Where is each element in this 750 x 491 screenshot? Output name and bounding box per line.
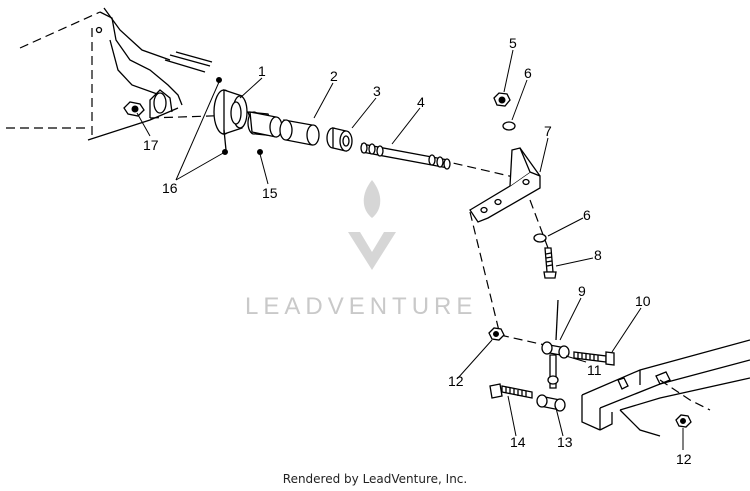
callout-3: 3	[373, 83, 381, 99]
callout-6-upper: 6	[524, 65, 532, 81]
part-8-bolt	[543, 247, 557, 279]
callout-5: 5	[509, 35, 517, 51]
callout-numbers: 1 2 3 4 5 6 7 6 8 9 10 11 12 13 14 12 15…	[143, 35, 692, 467]
part-12-nut-upper	[488, 327, 505, 341]
arm-axis-line-2	[499, 334, 546, 346]
watermark-text: LEADVENTURE	[245, 293, 477, 320]
callout-16: 16	[162, 180, 178, 196]
leadventure-logo-watermark	[348, 180, 396, 270]
callout-7: 7	[544, 123, 552, 139]
part-2-spacer-tubes	[247, 111, 320, 146]
part-9-11-13-linkage	[536, 299, 570, 412]
part-6-washer-upper	[502, 121, 516, 131]
callout-17: 17	[143, 137, 159, 153]
callout-1: 1	[258, 63, 266, 79]
part-5-nut	[493, 92, 511, 107]
frame-housing	[6, 7, 213, 141]
bolt-8-axis	[529, 199, 549, 249]
part-7-bellcrank-arm	[469, 147, 541, 223]
part-15-pin	[257, 149, 263, 155]
callout-13: 13	[557, 434, 573, 450]
channel-frame-lower-right	[581, 339, 750, 437]
callout-9: 9	[578, 283, 586, 299]
leader-lines	[136, 49, 684, 450]
callout-12-lower: 12	[676, 451, 692, 467]
callout-10: 10	[635, 293, 651, 309]
callout-11: 11	[587, 362, 602, 378]
footer-credit: Rendered by LeadVenture, Inc.	[282, 472, 468, 486]
part-10-bolt	[573, 351, 615, 366]
part-12-nut-lower	[675, 414, 692, 428]
part-6-washer-lower	[533, 233, 547, 243]
callout-14: 14	[510, 434, 526, 450]
callout-2: 2	[330, 68, 338, 84]
callout-12-upper: 12	[448, 373, 464, 389]
part-3-bushing	[326, 127, 353, 152]
shaft-axis-line-2	[439, 159, 519, 179]
part-14-bolt	[489, 383, 533, 399]
callout-4: 4	[417, 94, 425, 110]
callout-8: 8	[594, 247, 602, 263]
callout-6-lower: 6	[583, 207, 591, 223]
callout-15: 15	[262, 185, 278, 201]
part-1-flange-bushing	[213, 77, 248, 155]
part-17-nut	[123, 101, 145, 117]
part-4-shaft	[360, 142, 451, 170]
arm-axis-line	[469, 211, 501, 336]
